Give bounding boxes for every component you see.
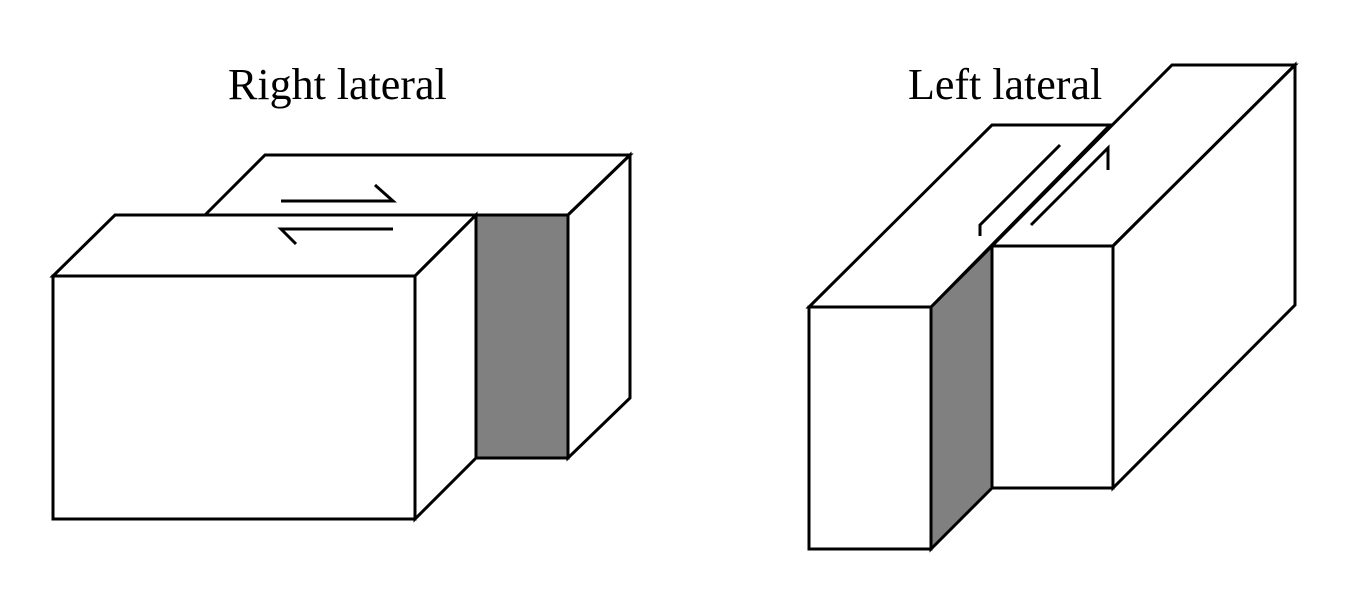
right-lateral-title: Right lateral: [228, 60, 447, 109]
right-lateral-front-block-face: [51, 274, 417, 521]
right-lateral-arrow-upper: [281, 183, 397, 203]
right-lateral-diagram: [49, 151, 634, 523]
right-lateral-fault-plane: [474, 213, 570, 460]
right-lateral-back-block-top: [201, 153, 634, 217]
left-lateral-front-block-face: [807, 305, 933, 551]
left-lateral-back-block-face: [990, 244, 1115, 490]
left-lateral-title: Left lateral: [908, 60, 1103, 109]
left-lateral-arrow-lower: [978, 143, 1062, 236]
left-lateral-diagram: [805, 61, 1299, 553]
right-lateral-front-block-top: [49, 213, 480, 278]
right-lateral-arrow-lower: [277, 227, 393, 246]
left-lateral-arrow-upper: [1029, 144, 1110, 227]
